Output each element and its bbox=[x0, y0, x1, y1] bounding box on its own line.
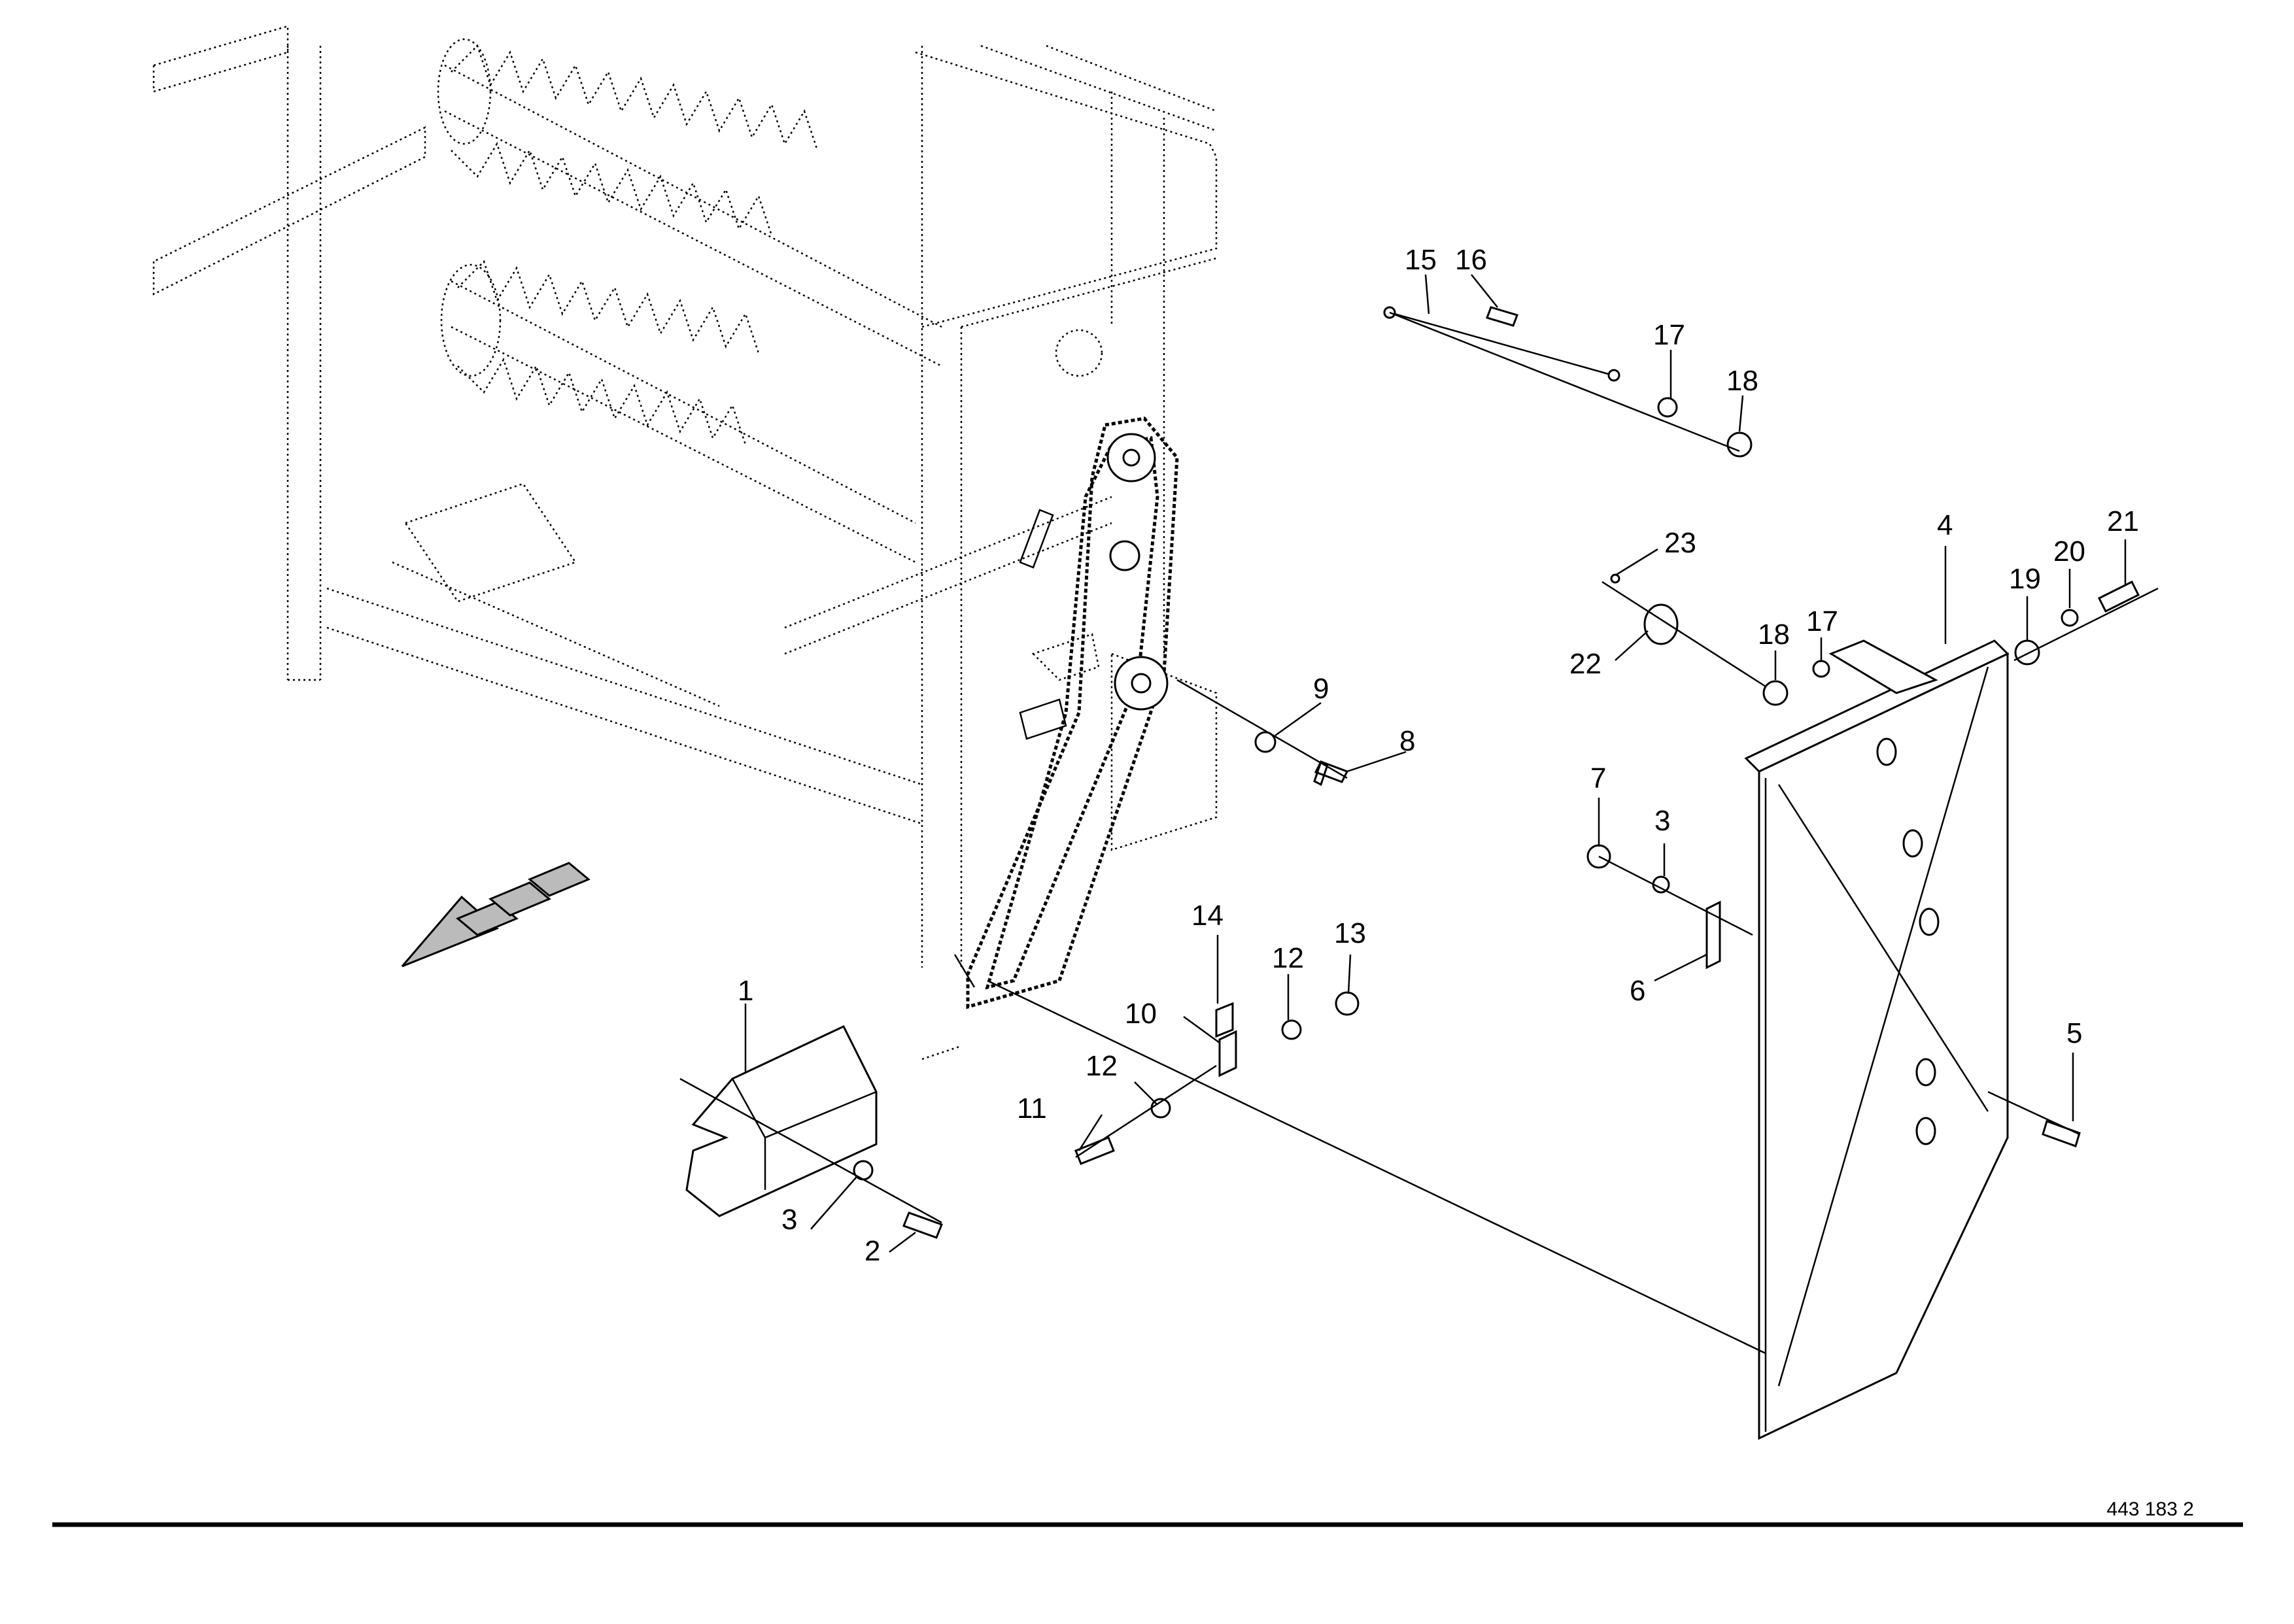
callout-6: 6 bbox=[1630, 975, 1645, 1007]
callout-13: 13 bbox=[1334, 917, 1366, 949]
leader-lines bbox=[744, 274, 2127, 1253]
side-panel bbox=[1744, 639, 2010, 1440]
assembly-lines bbox=[679, 311, 2159, 1355]
callout-15: 15 bbox=[1405, 244, 1437, 276]
callout-23: 23 bbox=[1664, 527, 1696, 559]
callout-10: 10 bbox=[1125, 998, 1157, 1030]
drawing-number: 443 183 2 bbox=[2107, 1498, 2194, 1520]
callout-5: 5 bbox=[2066, 1017, 2082, 1049]
callout-8: 8 bbox=[1399, 725, 1415, 757]
callout-labels: 1 2 3 3 4 5 6 7 8 9 10 11 12 12 13 14 15… bbox=[738, 244, 2139, 1267]
callout-1: 1 bbox=[738, 975, 753, 1007]
callout-2: 2 bbox=[865, 1235, 880, 1267]
callout-18-lower: 18 bbox=[1758, 618, 1790, 651]
callout-19: 19 bbox=[2009, 563, 2041, 595]
callout-9: 9 bbox=[1313, 673, 1329, 705]
callout-21: 21 bbox=[2107, 505, 2139, 537]
callout-12-upper: 12 bbox=[1272, 942, 1304, 974]
machine-frame bbox=[152, 25, 1218, 1060]
callout-17-upper: 17 bbox=[1653, 319, 1685, 351]
hardware bbox=[853, 306, 2140, 1239]
callout-16: 16 bbox=[1455, 244, 1487, 276]
callout-3-right: 3 bbox=[1654, 805, 1670, 837]
callout-20: 20 bbox=[2053, 535, 2085, 567]
callout-22: 22 bbox=[1569, 648, 1601, 680]
direction-arrow bbox=[401, 862, 591, 968]
guard-bracket bbox=[685, 1025, 878, 1217]
callout-3-left: 3 bbox=[781, 1204, 797, 1236]
callout-12-lower: 12 bbox=[1086, 1050, 1118, 1082]
callout-14: 14 bbox=[1191, 900, 1224, 932]
chain-drive bbox=[966, 416, 1179, 1009]
callout-18-upper: 18 bbox=[1726, 365, 1758, 397]
callout-17-lower: 17 bbox=[1806, 605, 1838, 637]
callout-7: 7 bbox=[1590, 762, 1606, 794]
callout-4: 4 bbox=[1937, 509, 1953, 541]
callout-11: 11 bbox=[1017, 1092, 1047, 1125]
